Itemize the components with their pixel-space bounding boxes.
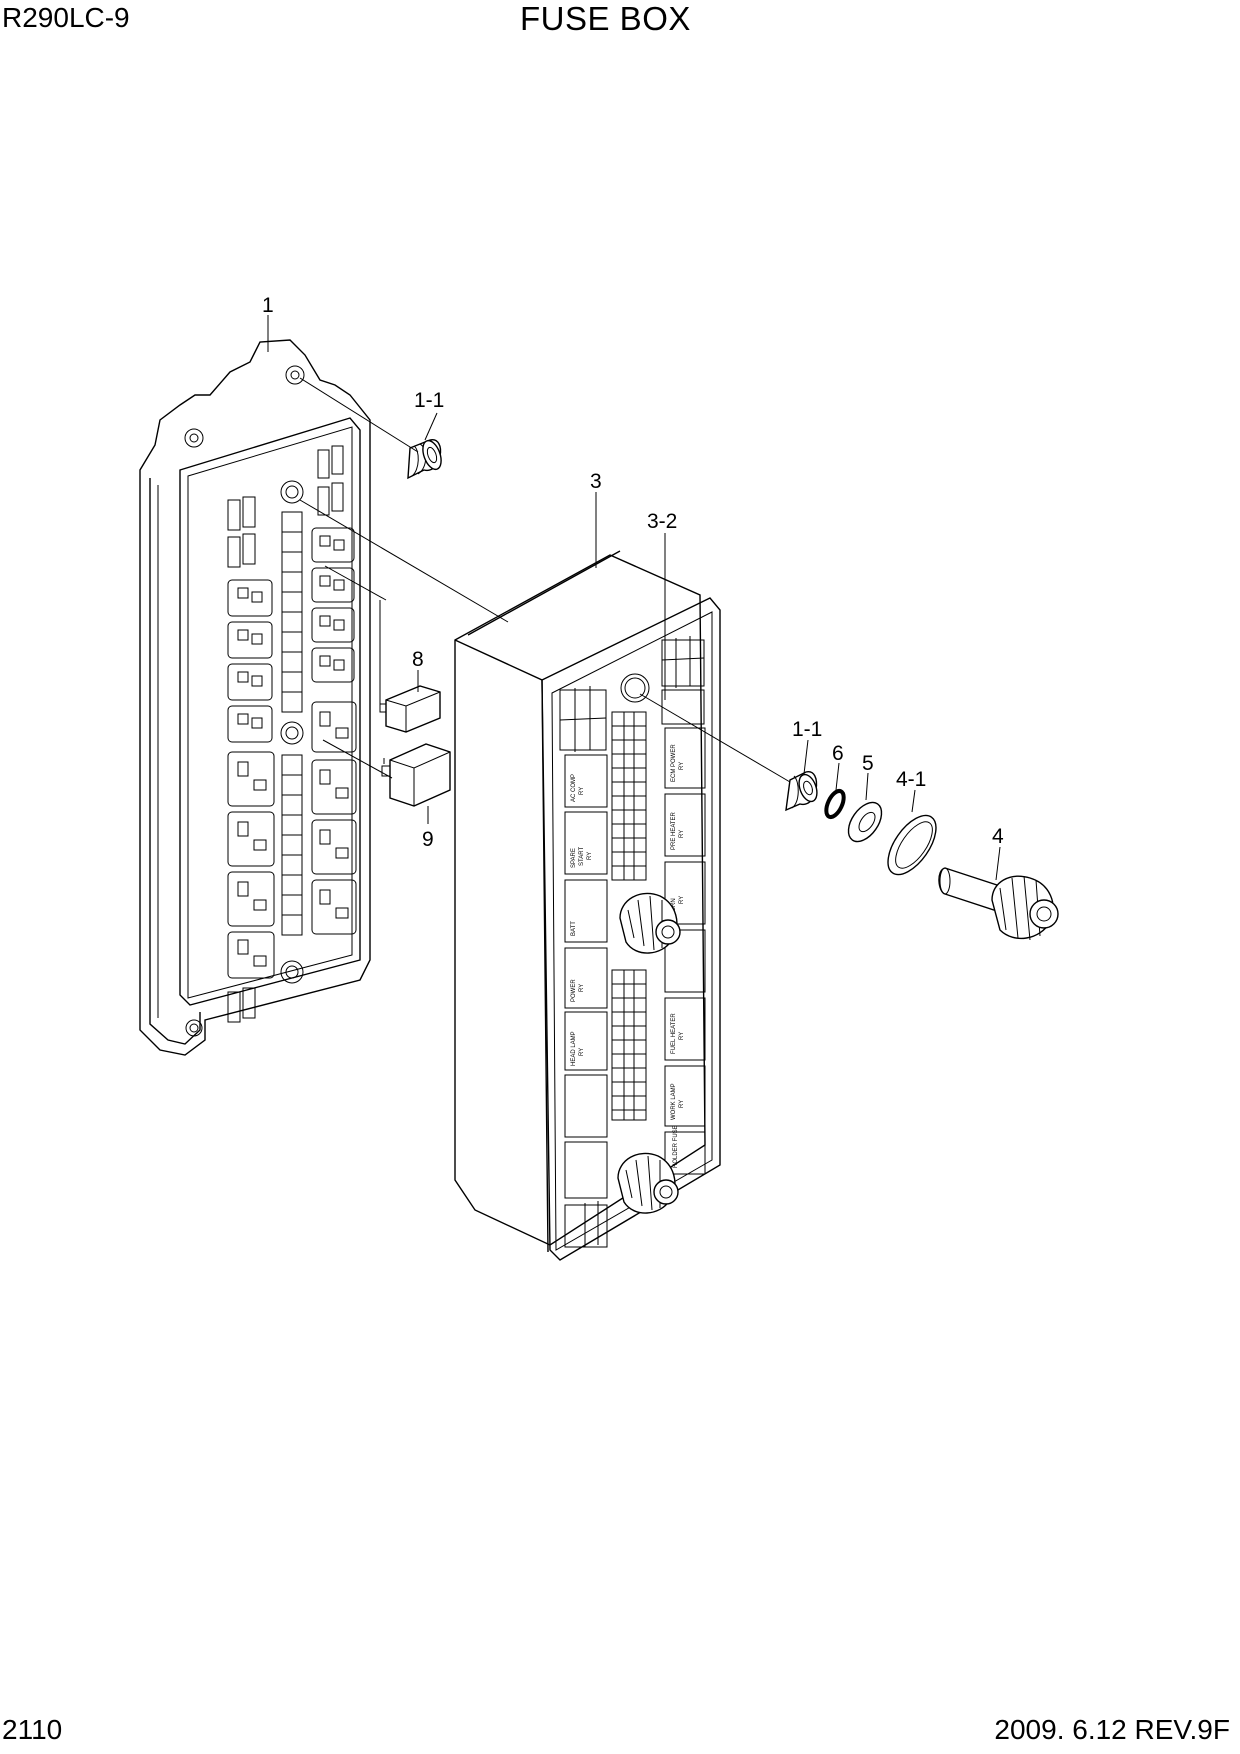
fuse-box-cover: AC COMP RY SPARE START RY BATT ECM POWER… bbox=[454, 550, 721, 1261]
label-pre-heater-ry: RY bbox=[679, 830, 685, 838]
callout-1-1-upper: 1-1 bbox=[414, 389, 444, 412]
leader-lines bbox=[267, 315, 1001, 881]
label-pre-heater: PRE HEATER bbox=[671, 811, 677, 850]
label-fuel-heater: FUEL HEATER bbox=[671, 1013, 677, 1054]
grommet-lower bbox=[785, 771, 818, 812]
label-ecm-power-ry: RY bbox=[679, 762, 685, 770]
relay-small bbox=[379, 685, 441, 733]
label-work-lamp-ry: RY bbox=[679, 1100, 685, 1108]
label-start-ry: RY bbox=[587, 852, 593, 860]
callout-3: 3 bbox=[590, 470, 602, 493]
label-power-ry: RY bbox=[579, 984, 585, 992]
label-ecm-power: ECM POWER bbox=[671, 744, 677, 782]
label-head-lamp: HEAD LAMP bbox=[571, 1031, 577, 1066]
washer bbox=[847, 801, 883, 843]
o-ring bbox=[824, 788, 846, 820]
callout-3-2: 3-2 bbox=[647, 510, 677, 533]
relay-large bbox=[381, 743, 451, 807]
label-horn-ry: RY bbox=[679, 896, 685, 904]
page-title: FUSE BOX bbox=[520, 0, 691, 37]
callout-9: 9 bbox=[422, 828, 434, 851]
label-holder-fuse: HOLDER FUSE bbox=[673, 1125, 679, 1168]
page-number: 2110 bbox=[2, 1714, 63, 1745]
cover-knob-upper bbox=[619, 892, 681, 954]
knob-assembly bbox=[938, 867, 1059, 941]
label-spare: SPARE bbox=[571, 848, 577, 868]
callout-1-1-lower: 1-1 bbox=[792, 718, 822, 741]
callout-4: 4 bbox=[992, 825, 1004, 848]
label-batt: BATT bbox=[571, 921, 577, 936]
grommet-upper bbox=[407, 439, 442, 480]
label-horn: HORN bbox=[671, 898, 677, 916]
label-fuel-heater-ry: RY bbox=[679, 1032, 685, 1040]
model-code: R290LC-9 bbox=[2, 2, 130, 33]
callout-8: 8 bbox=[412, 648, 424, 671]
callout-5: 5 bbox=[862, 752, 874, 775]
label-ac-comp: AC COMP bbox=[571, 774, 577, 802]
cover-knob-lower bbox=[617, 1152, 679, 1214]
seal-ring bbox=[887, 814, 937, 876]
callout-1: 1 bbox=[262, 294, 274, 317]
fuse-box-base bbox=[139, 339, 371, 1056]
callout-4-1: 4-1 bbox=[896, 768, 926, 791]
revision-date: 2009. 6.12 REV.9F bbox=[994, 1714, 1230, 1745]
callout-6: 6 bbox=[832, 742, 844, 765]
label-work-lamp: WORK LAMP bbox=[671, 1083, 677, 1120]
label-head-lamp-ry: RY bbox=[579, 1048, 585, 1056]
label-ac-comp-ry: RY bbox=[579, 787, 585, 795]
label-start: START bbox=[579, 847, 585, 866]
label-power: POWER bbox=[571, 979, 577, 1002]
